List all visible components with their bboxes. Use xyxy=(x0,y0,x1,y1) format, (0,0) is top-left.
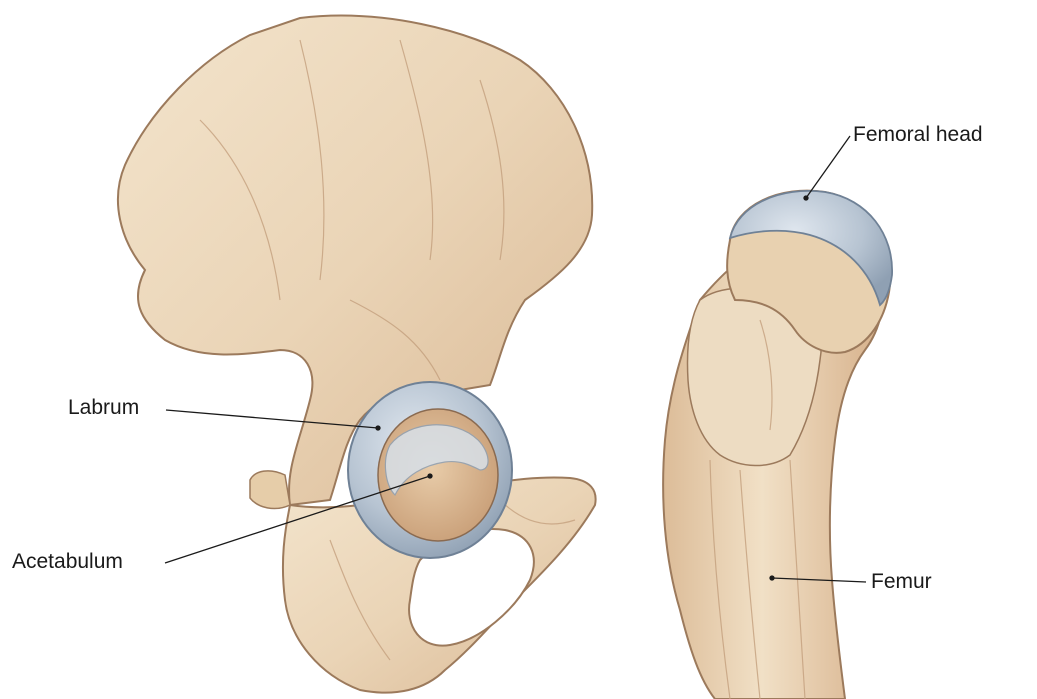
femoral-head-leader xyxy=(806,136,850,198)
labrum-label: Labrum xyxy=(68,397,139,418)
acetabulum-leader-dot xyxy=(428,474,432,478)
labrum-leader-dot xyxy=(376,426,380,430)
femur-leader-dot xyxy=(770,576,774,580)
hip-bone xyxy=(118,16,596,693)
acetabulum-socket xyxy=(348,382,512,558)
femoral-head-leader-dot xyxy=(804,196,808,200)
ilium-wing xyxy=(118,16,592,505)
acetabulum-label: Acetabulum xyxy=(12,551,123,572)
femoral-head-label: Femoral head xyxy=(853,124,983,145)
femur-label: Femur xyxy=(871,571,932,592)
iliac-spine xyxy=(250,471,290,509)
